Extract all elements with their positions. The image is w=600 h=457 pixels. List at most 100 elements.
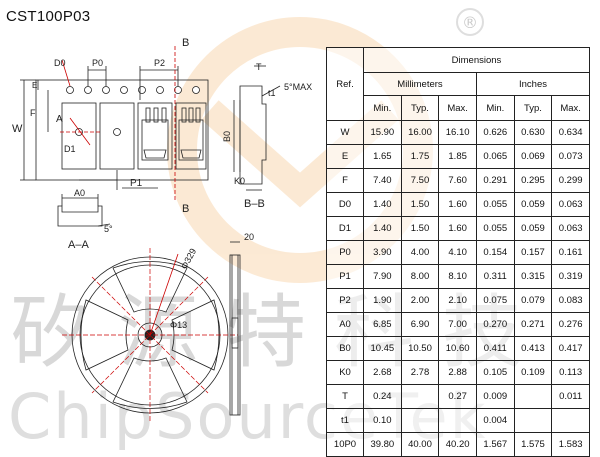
label-section-aa: A–A — [68, 239, 89, 251]
label-section-bb: B–B — [244, 198, 265, 210]
row-value: 10.50 — [400, 336, 440, 361]
row-value: 1.40 — [363, 192, 402, 217]
row-value: 16.10 — [438, 120, 477, 145]
label-p0: P0 — [92, 58, 103, 68]
row-ref: E — [326, 144, 364, 169]
dimensions-table: Ref. Dimensions Millimeters Inches Min. … — [326, 47, 591, 457]
sub-header-in-typ: Typ. — [513, 95, 553, 121]
row-value: 2.00 — [400, 288, 440, 313]
watermark-registered-mark: ® — [462, 13, 478, 32]
row-value: 10.60 — [438, 336, 477, 361]
millimeters-header: Millimeters — [363, 72, 477, 96]
row-value: 7.40 — [363, 168, 402, 193]
label-a0: A0 — [74, 188, 85, 198]
row-value: 8.00 — [400, 264, 440, 289]
row-ref: B0 — [326, 336, 364, 361]
row-value: 2.88 — [438, 360, 477, 385]
label-reel-hub-diameter: Φ13 — [170, 320, 187, 330]
row-value: 0.276 — [551, 312, 590, 337]
row-value: 0.319 — [551, 264, 590, 289]
row-value: 15.90 — [363, 120, 402, 145]
row-value: 1.65 — [363, 144, 402, 169]
row-value: 1.60 — [438, 192, 477, 217]
row-value: 1.85 — [438, 144, 477, 169]
row-value: 7.90 — [363, 264, 402, 289]
row-value: 0.27 — [438, 384, 477, 409]
pocket-1 — [61, 102, 97, 170]
row-value: 0.113 — [551, 360, 590, 385]
row-value: 4.10 — [438, 240, 477, 265]
row-value: 10.45 — [363, 336, 402, 361]
row-value: 0.295 — [513, 168, 553, 193]
label-p2: P2 — [154, 58, 165, 68]
row-value: 0.315 — [513, 264, 553, 289]
row-value: 3.90 — [363, 240, 402, 265]
row-ref: T — [326, 384, 364, 409]
component-in-pocket-3 — [141, 107, 169, 161]
row-ref: P2 — [326, 288, 364, 313]
row-value: 1.40 — [363, 216, 402, 241]
sub-header-mm-min: Min. — [363, 95, 402, 121]
tape-reel-drawing: D0 P0 P2 B B E W F A D1 P1 T 5°MAX t1 B0… — [12, 37, 312, 422]
row-value: 0.059 — [513, 192, 553, 217]
row-value: 4.00 — [400, 240, 440, 265]
row-value: 2.68 — [363, 360, 402, 385]
row-value: 0.069 — [513, 144, 553, 169]
row-value: 0.161 — [551, 240, 590, 265]
row-value: 0.630 — [513, 120, 553, 145]
pocket-3 — [137, 102, 173, 170]
row-ref: P0 — [326, 240, 364, 265]
label-f: F — [30, 108, 36, 118]
row-value: 0.105 — [475, 360, 515, 385]
watermark-registered-circle — [456, 8, 484, 36]
row-value: 0.411 — [475, 336, 515, 361]
row-value — [400, 408, 440, 433]
row-value: 8.10 — [438, 264, 477, 289]
label-d1: D1 — [64, 144, 76, 154]
label-b-bottom: B — [182, 203, 189, 215]
ref-header: Ref. — [326, 47, 364, 121]
row-ref: W — [326, 120, 364, 145]
row-value: 0.291 — [475, 168, 515, 193]
row-value — [551, 408, 590, 433]
row-value: 0.073 — [551, 144, 590, 169]
row-value: 1.583 — [551, 432, 590, 457]
row-ref: A0 — [326, 312, 364, 337]
row-value: 1.90 — [363, 288, 402, 313]
row-value: 0.417 — [551, 336, 590, 361]
row-value: 0.24 — [363, 384, 402, 409]
label-reel-outer-diameter: Φ329 — [179, 247, 198, 271]
row-value: 0.626 — [475, 120, 515, 145]
row-value: 7.60 — [438, 168, 477, 193]
row-value: 40.20 — [438, 432, 477, 457]
row-value: 0.299 — [551, 168, 590, 193]
sub-header-mm-max: Max. — [438, 95, 477, 121]
label-b-top: B — [182, 37, 189, 49]
row-ref: D0 — [326, 192, 364, 217]
row-value: 0.311 — [475, 264, 515, 289]
row-value: 0.154 — [475, 240, 515, 265]
row-value: 0.055 — [475, 192, 515, 217]
row-value — [438, 408, 477, 433]
row-value: 1.567 — [475, 432, 515, 457]
row-value: 0.079 — [513, 288, 553, 313]
row-ref: F — [326, 168, 364, 193]
row-value: 6.90 — [400, 312, 440, 337]
row-value: 0.270 — [475, 312, 515, 337]
row-value: 1.60 — [438, 216, 477, 241]
row-value: 0.157 — [513, 240, 553, 265]
row-ref: D1 — [326, 216, 364, 241]
row-value — [400, 384, 440, 409]
row-value: 0.004 — [475, 408, 515, 433]
label-5-max: 5°MAX — [284, 82, 312, 92]
label-e: E — [32, 81, 37, 90]
